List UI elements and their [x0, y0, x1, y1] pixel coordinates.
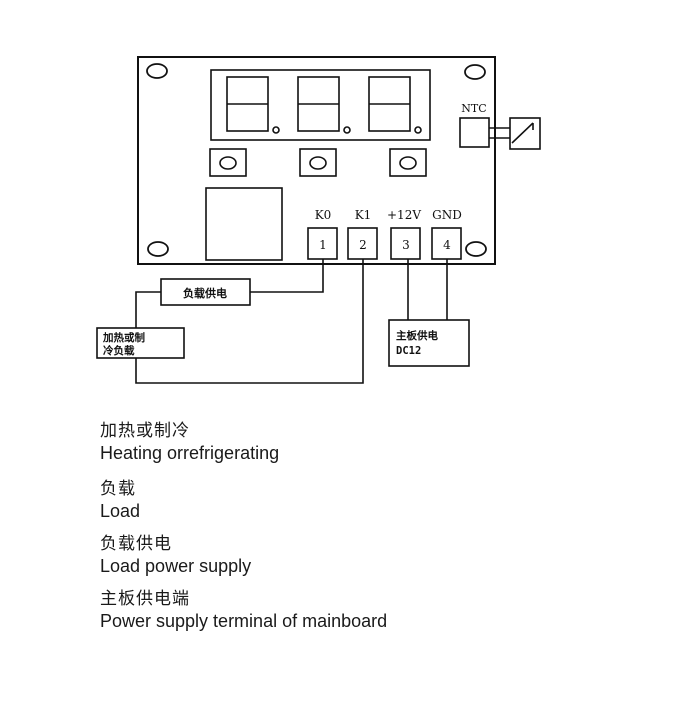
mounting-hole-bottom-right: [465, 241, 487, 257]
load-power-box-label: 负载供电: [183, 286, 227, 300]
legend-en: Load power supply: [100, 556, 252, 576]
button-3: [389, 148, 427, 177]
legend-item: 主板供电端 Power supply terminal of mainboard: [100, 588, 660, 632]
mounting-hole-bottom-left: [147, 241, 169, 257]
terminal-2-label: K1: [355, 208, 372, 222]
load-power-box: [160, 278, 251, 306]
seven-segment-digit-2: [297, 76, 351, 134]
terminal-1-label: K0: [315, 208, 332, 222]
terminal-4-label: GND: [432, 208, 462, 222]
mounting-hole-top-left: [146, 63, 168, 79]
mainboard-supply-box: [388, 319, 470, 367]
seven-segment-digit-3: [368, 76, 422, 134]
legend-en: Heating orrefrigerating: [100, 443, 280, 463]
legend-zh: 加热或制冷: [100, 421, 190, 441]
terminal-1-number: 1: [319, 238, 327, 252]
terminal-3-label: +12V: [387, 208, 421, 222]
display-panel: [210, 69, 431, 141]
terminal-3: [390, 227, 421, 260]
legend-en: Load: [100, 501, 141, 521]
ntc-connector: [459, 117, 490, 148]
ntc-sensor-probe: [489, 117, 541, 150]
mainboard-supply-line1: 主板供电: [396, 329, 438, 342]
button-2: [299, 148, 337, 177]
load-box: [96, 327, 185, 359]
legend: 加热或制冷 Heating orrefrigerating 负载 Load 负载…: [100, 420, 660, 643]
legend-item: 负载 Load: [100, 478, 660, 522]
mounting-hole-top-right: [464, 64, 486, 80]
terminal-2-number: 2: [359, 238, 367, 252]
terminal-3-number: 3: [402, 238, 410, 252]
relay-block: [205, 187, 283, 261]
wires: [135, 259, 448, 384]
legend-item: 加热或制冷 Heating orrefrigerating: [100, 420, 660, 464]
load-box-line2: 冷负载: [103, 344, 135, 357]
legend-zh: 负载供电: [100, 534, 172, 554]
pcb-board: [137, 56, 496, 265]
ntc-label: NTC: [461, 102, 486, 115]
legend-en: Power supply terminal of mainboard: [100, 611, 388, 631]
terminal-4-number: 4: [443, 238, 451, 252]
seven-segment-digit-1: [226, 76, 280, 134]
legend-zh: 主板供电端: [100, 589, 190, 609]
mainboard-supply-line2: DC12: [396, 345, 421, 357]
legend-item: 负载供电 Load power supply: [100, 533, 660, 577]
button-1: [209, 148, 247, 177]
load-box-line1: 加热或制: [102, 331, 145, 344]
legend-zh: 负载: [100, 479, 136, 499]
